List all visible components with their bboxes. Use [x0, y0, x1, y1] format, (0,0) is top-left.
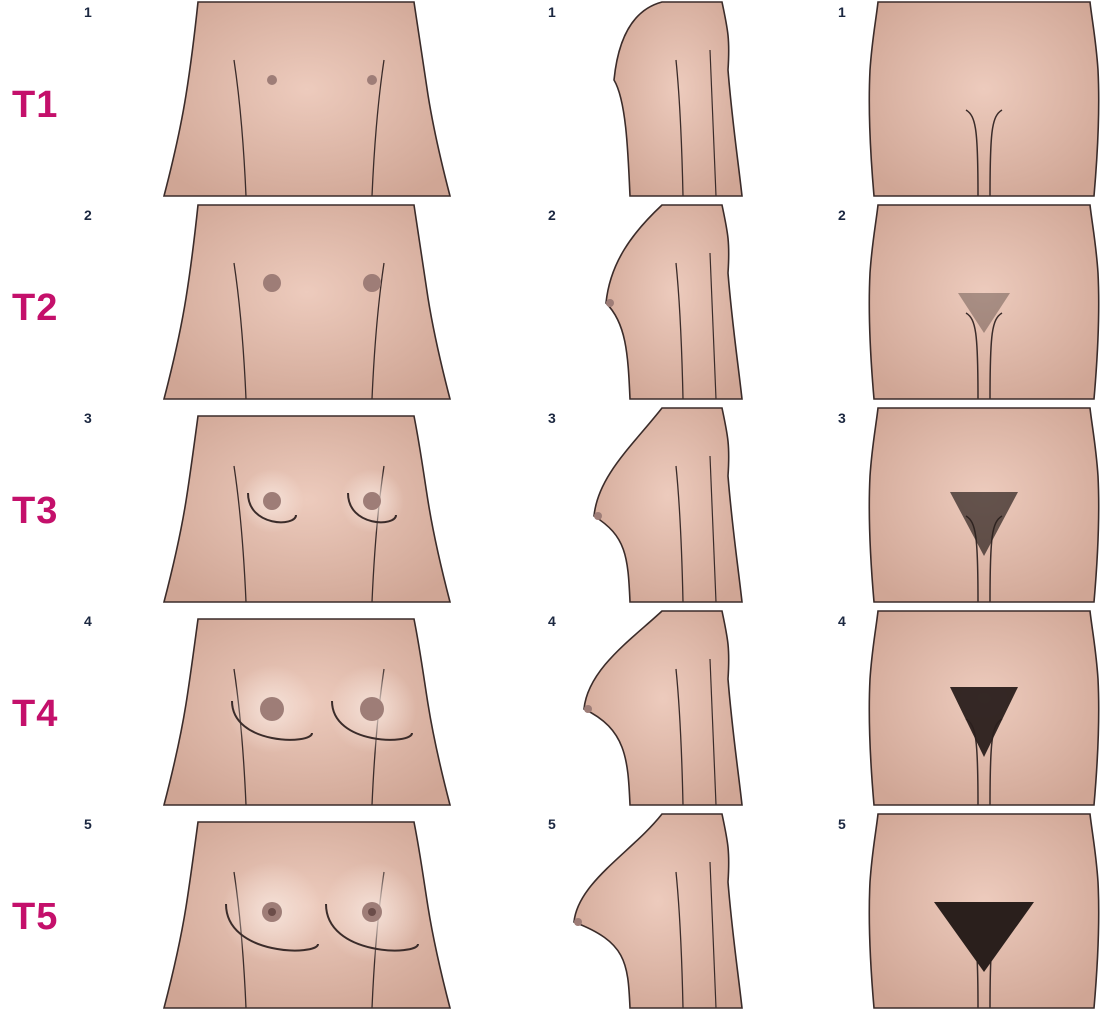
areola-left — [263, 492, 281, 510]
pubic-view-panel — [864, 609, 1104, 805]
nipple-profile — [606, 299, 614, 307]
nipple-profile — [594, 512, 602, 520]
front-torso-drawing — [94, 609, 494, 805]
front-view-panel — [94, 0, 494, 196]
side-torso-drawing — [552, 609, 752, 805]
pubic-view-panel — [864, 0, 1104, 196]
stage-label: T3 — [12, 486, 82, 536]
pubic-view-drawing — [864, 609, 1104, 805]
areola-left — [267, 75, 277, 85]
side-torso-drawing — [552, 203, 752, 399]
side-torso-outline — [614, 2, 742, 196]
side-torso-drawing — [552, 0, 752, 196]
hip-outline — [869, 2, 1099, 196]
side-view-panel — [552, 406, 752, 602]
pubic-view-panel — [864, 406, 1104, 602]
nipple-left — [268, 908, 276, 916]
front-torso-drawing — [94, 406, 494, 602]
pubic-view-number: 3 — [838, 410, 846, 426]
pubic-view-number: 1 — [838, 4, 846, 20]
front-view-panel — [94, 203, 494, 399]
front-torso-drawing — [94, 0, 494, 196]
front-view-number: 1 — [84, 4, 92, 20]
side-view-panel — [552, 203, 752, 399]
stage-label: T2 — [12, 283, 82, 333]
pubic-view-number: 4 — [838, 613, 846, 629]
pubic-view-drawing — [864, 0, 1104, 196]
front-view-panel — [94, 406, 494, 602]
pubic-view-drawing — [864, 406, 1104, 602]
areola-left — [263, 274, 281, 292]
pubic-view-drawing — [864, 203, 1104, 399]
front-torso-drawing — [94, 203, 494, 399]
torso-outline — [164, 205, 450, 399]
side-view-panel — [552, 609, 752, 805]
front-view-panel — [94, 609, 494, 805]
pubic-view-number: 5 — [838, 816, 846, 832]
stage-label: T1 — [12, 80, 82, 130]
front-view-number: 3 — [84, 410, 92, 426]
nipple-profile — [584, 705, 592, 713]
pubic-view-panel — [864, 203, 1104, 399]
side-torso-outline — [594, 408, 742, 602]
side-view-panel — [552, 0, 752, 196]
front-view-number: 4 — [84, 613, 92, 629]
side-torso-drawing — [552, 812, 752, 1008]
pubic-view-number: 2 — [838, 207, 846, 223]
areola-right — [363, 492, 381, 510]
pubic-view-drawing — [864, 812, 1104, 1008]
pubic-view-panel — [864, 812, 1104, 1008]
front-view-number: 5 — [84, 816, 92, 832]
nipple-profile — [574, 918, 582, 926]
front-view-panel — [94, 812, 494, 1008]
side-view-panel — [552, 812, 752, 1008]
areola-right — [363, 274, 381, 292]
stage-label: T5 — [12, 892, 82, 942]
front-torso-drawing — [94, 812, 494, 1008]
torso-outline — [164, 416, 450, 602]
stage-label: T4 — [12, 689, 82, 739]
torso-outline — [164, 2, 450, 196]
areola-right — [367, 75, 377, 85]
side-torso-drawing — [552, 406, 752, 602]
areola-left — [260, 697, 284, 721]
side-torso-outline — [606, 205, 742, 399]
front-view-number: 2 — [84, 207, 92, 223]
side-torso-outline — [584, 611, 742, 805]
nipple-right — [368, 908, 376, 916]
side-torso-outline — [574, 814, 742, 1008]
areola-right — [360, 697, 384, 721]
